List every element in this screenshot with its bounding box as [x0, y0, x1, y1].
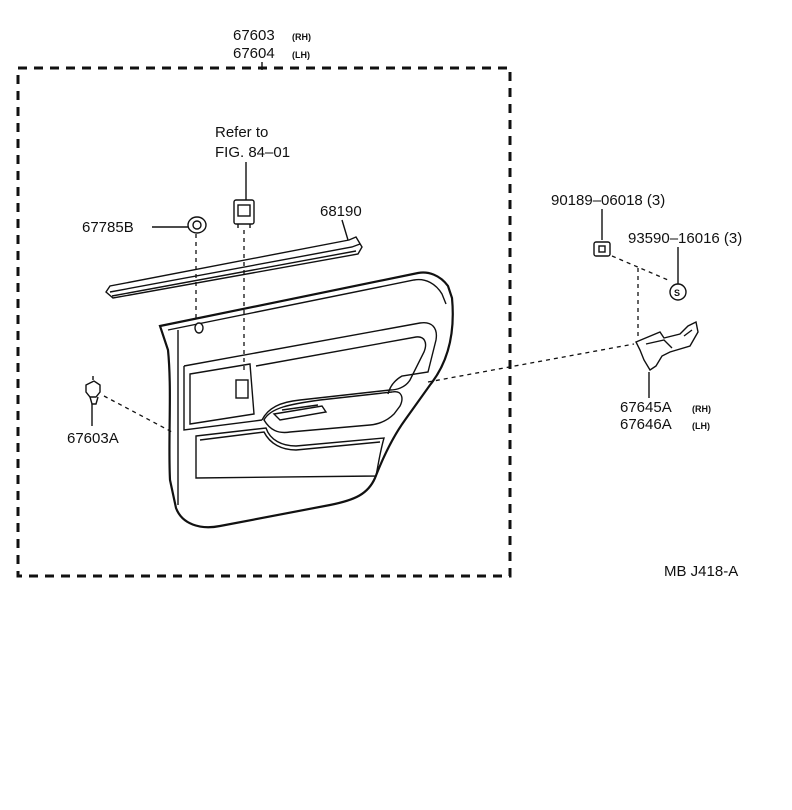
clip-bottom-part — [85, 376, 101, 405]
clip-top-part — [187, 216, 207, 234]
door-trim-panel — [158, 271, 454, 529]
part-number-67603A: 67603A — [67, 430, 119, 447]
clip-s-mark: S — [674, 288, 680, 298]
part-number-67785B: 67785B — [82, 219, 134, 236]
clip-bottom-dash — [103, 395, 173, 433]
screw-dash-diag — [611, 255, 669, 281]
screw-part — [593, 241, 611, 257]
switch-part — [233, 199, 255, 228]
refer-to-text: Refer to — [215, 124, 268, 141]
assembly-frame — [16, 66, 512, 578]
side-lh-tag: (LH) — [292, 50, 310, 60]
clip-s-circle — [669, 283, 687, 301]
bracket-rh-tag: (RH) — [692, 404, 711, 414]
bracket-part — [635, 320, 699, 371]
refer-fig-text: FIG. 84–01 — [215, 144, 290, 161]
weatherstrip-leader — [341, 219, 349, 241]
bracket-dash-leader — [427, 343, 635, 383]
part-number-67645A: 67645A — [620, 399, 672, 416]
part-number-90189-06018: 90189–06018 (3) — [551, 192, 665, 209]
part-number-67646A: 67646A — [620, 416, 672, 433]
part-number-93590-16016: 93590–16016 (3) — [628, 230, 742, 247]
bracket-lh-tag: (LH) — [692, 421, 710, 431]
diagram-reference-code: MB J418‐A — [664, 563, 738, 580]
part-number-68190: 68190 — [320, 203, 362, 220]
side-rh-tag: (RH) — [292, 32, 311, 42]
weatherstrip-part — [105, 236, 363, 299]
part-number-67604: 67604 — [233, 45, 275, 62]
part-number-67603: 67603 — [233, 27, 275, 44]
